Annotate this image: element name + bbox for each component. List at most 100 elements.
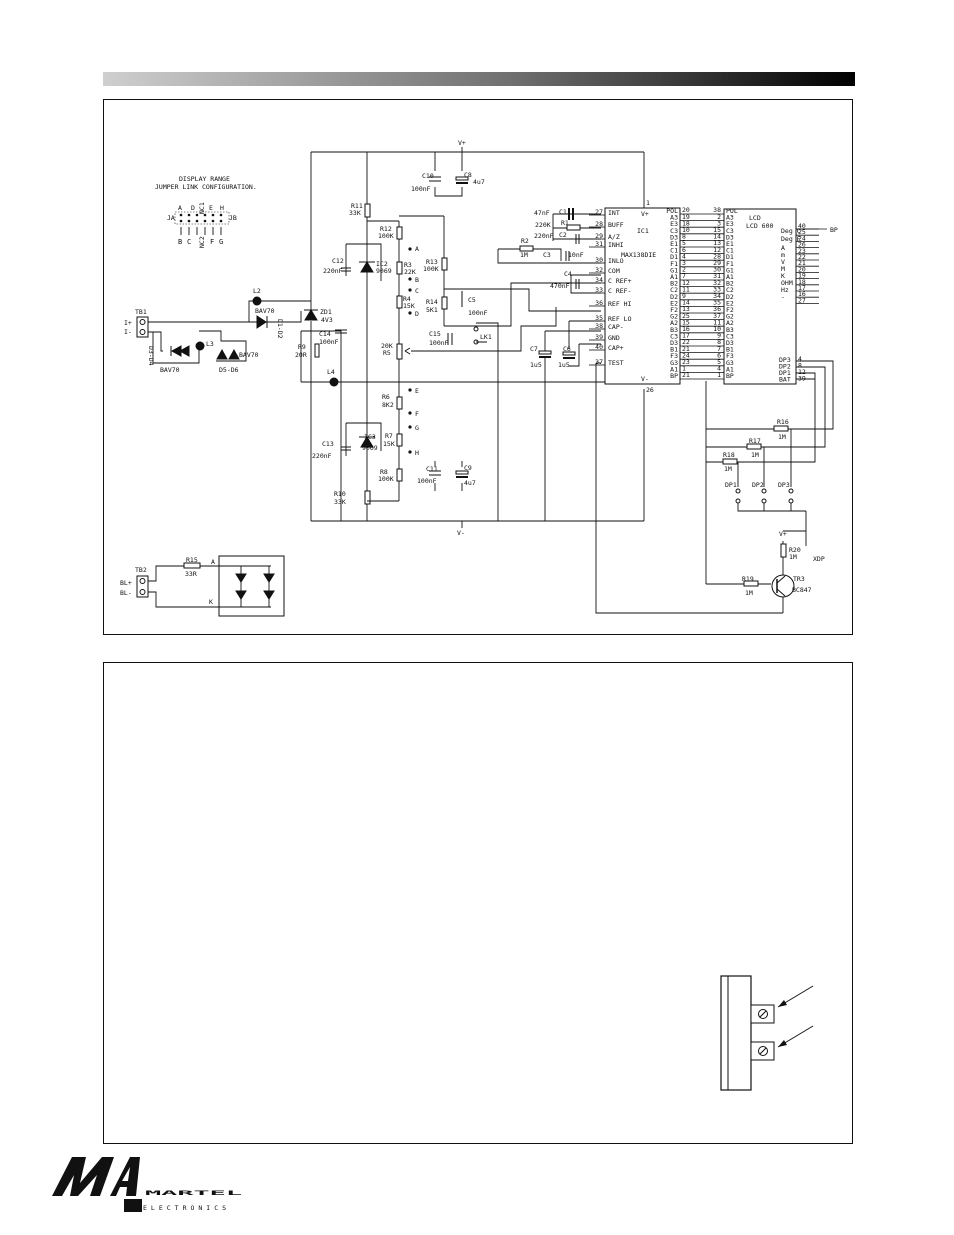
svg-text:20R: 20R bbox=[295, 351, 307, 359]
capacitor-c6: C6 1u5 bbox=[558, 320, 601, 369]
ic1-segment-number: 16 bbox=[682, 325, 690, 333]
ic1-segment-name: B2 bbox=[670, 280, 678, 288]
jumper-title-line-1: DISPLAY RANGE bbox=[179, 175, 230, 183]
svg-text:100nF: 100nF bbox=[429, 339, 449, 347]
ic1-segment-number: 3 bbox=[682, 259, 686, 267]
svg-text:100K: 100K bbox=[378, 475, 394, 483]
lcd-segment-name: F1 bbox=[726, 260, 734, 268]
ic1-pin-name: REF HI bbox=[608, 300, 632, 308]
lcd-pin-number: 12 bbox=[713, 246, 721, 254]
resistor-r17: R17 1M bbox=[746, 437, 762, 459]
svg-text:V+: V+ bbox=[779, 530, 787, 538]
lcd-segment-name: C3 bbox=[726, 332, 734, 340]
jumper-configuration: DISPLAY RANGE JUMPER LINK CONFIGURATION.… bbox=[155, 175, 257, 248]
lcd-annunciator-pin: 20 bbox=[798, 265, 806, 273]
martel-logo: MARTEL ELECTRONICS bbox=[50, 1155, 250, 1215]
svg-text:R3: R3 bbox=[404, 261, 412, 269]
ic1-segment-number: 24 bbox=[682, 351, 690, 359]
ic1-segment-name: C2 bbox=[670, 286, 678, 294]
brand-name: MARTEL bbox=[145, 1189, 242, 1197]
lcd-pin-number: 34 bbox=[713, 292, 721, 300]
supply-rails bbox=[310, 147, 645, 528]
svg-text:C12: C12 bbox=[332, 257, 344, 265]
svg-text:9069: 9069 bbox=[376, 267, 392, 275]
dp-switches: DP1 DP2 DP3 bbox=[725, 481, 794, 504]
ic1-segment-name: E1 bbox=[670, 240, 678, 248]
resistor-r1: R1 220K bbox=[535, 219, 601, 231]
capacitor-c7: C7 1u5 bbox=[530, 330, 601, 521]
svg-text:R6: R6 bbox=[382, 393, 390, 401]
capacitors-c10-c8: C10 100nF C8 4u7 bbox=[411, 152, 485, 197]
lcd-annunciator-pin: 21 bbox=[798, 259, 806, 267]
lcd-segment-name: E1 bbox=[726, 240, 734, 248]
ic1-segment-number: 15 bbox=[682, 318, 690, 326]
capacitor-c2: C2 220nF bbox=[534, 231, 601, 244]
backlight-circuit: TB2 BL+ BL- R15 33R A K bbox=[120, 555, 285, 617]
lcd-segment-name: D2 bbox=[726, 293, 734, 301]
lcd-annunciator-pin: 17 bbox=[798, 284, 806, 292]
jumper-label-g: G bbox=[219, 238, 223, 246]
svg-text:1u5: 1u5 bbox=[558, 361, 570, 369]
lcd-pin-number: 38 bbox=[713, 206, 721, 214]
lcd-dp-pin: 12 bbox=[798, 368, 806, 376]
lcd-terminal-drawing bbox=[720, 975, 814, 1091]
svg-text:C: C bbox=[415, 287, 419, 295]
svg-text:1M: 1M bbox=[778, 433, 786, 441]
svg-text:R13: R13 bbox=[426, 258, 438, 266]
ic1-segment-number: 25 bbox=[682, 312, 690, 320]
svg-text:DP3: DP3 bbox=[778, 481, 790, 489]
svg-text:100nF: 100nF bbox=[468, 309, 488, 317]
svg-text:1M: 1M bbox=[520, 251, 528, 259]
diode-d3-d4: D3-D4 BAV70 bbox=[147, 345, 190, 374]
lcd-segment-name: D1 bbox=[726, 253, 734, 261]
lcd-pin-number: 13 bbox=[713, 239, 721, 247]
ic1-segment-number: 20 bbox=[682, 206, 690, 214]
svg-text:TR3: TR3 bbox=[793, 575, 805, 583]
transistor-tr3: TR3 BC847 bbox=[771, 574, 812, 613]
capacitors-c11-c9: C11 100nF C9 4u7 bbox=[417, 461, 476, 491]
svg-text:R18: R18 bbox=[723, 451, 735, 459]
resistor-r4: R4 15K bbox=[396, 295, 415, 310]
jumper-label-a: A bbox=[178, 204, 182, 212]
lcd-segment-name: A2 bbox=[726, 319, 734, 327]
lcd-dp-name: DP2 bbox=[779, 363, 791, 371]
svg-text:F: F bbox=[415, 410, 419, 418]
lcd-pin-number: 33 bbox=[713, 285, 721, 293]
svg-text:4u7: 4u7 bbox=[473, 178, 485, 186]
svg-text:C10: C10 bbox=[422, 172, 434, 180]
capacitor-c14: C14 100nF bbox=[319, 329, 347, 346]
ic1-segment-name: BP bbox=[670, 372, 678, 380]
ic1-segment-name: A2 bbox=[670, 319, 678, 327]
ic1-pin-number: 27 bbox=[595, 208, 603, 216]
lcd-pin-number: 7 bbox=[717, 345, 721, 353]
ic1-pin-number: 37 bbox=[595, 358, 603, 366]
svg-text:BC847: BC847 bbox=[792, 586, 812, 594]
ic1-segment-name: E2 bbox=[670, 299, 678, 307]
resistor-r9: R9 20R bbox=[295, 343, 320, 359]
ic1-segment-number: 8 bbox=[682, 233, 686, 241]
ic1-pin-name: CAP- bbox=[608, 323, 624, 331]
lcd-annunciator: OHM bbox=[781, 279, 793, 287]
ic1-segment-name: POL bbox=[666, 207, 678, 215]
lcd-segment-name: B2 bbox=[726, 280, 734, 288]
divider-nodes: A B C D E F G H bbox=[408, 245, 419, 457]
lcd-dp-pin: 39 bbox=[798, 375, 806, 383]
lcd-pin-number: 10 bbox=[713, 325, 721, 333]
resistor-r11: R11 33K bbox=[349, 202, 371, 218]
lcd-segment-name: C1 bbox=[726, 247, 734, 255]
lcd-annunciator: Deg F bbox=[781, 235, 801, 243]
lcd-annunciator: A bbox=[781, 244, 785, 252]
lcd-pin-number: 14 bbox=[713, 233, 721, 241]
ic1-segment-name: D2 bbox=[670, 293, 678, 301]
lcd-annunciator-pin: 16 bbox=[798, 290, 806, 298]
svg-text:D3-D4: D3-D4 bbox=[147, 346, 155, 366]
svg-text:1M: 1M bbox=[789, 553, 797, 561]
ic1-segment-name: F1 bbox=[670, 260, 678, 268]
wiring-diagram-panel bbox=[103, 662, 853, 1144]
resistor-r18: R18 1M bbox=[722, 451, 738, 473]
svg-text:1M: 1M bbox=[745, 589, 753, 597]
svg-text:C6: C6 bbox=[563, 345, 571, 353]
ic1-segment-name: C3 bbox=[670, 332, 678, 340]
jumper-label-h: H bbox=[220, 204, 224, 212]
